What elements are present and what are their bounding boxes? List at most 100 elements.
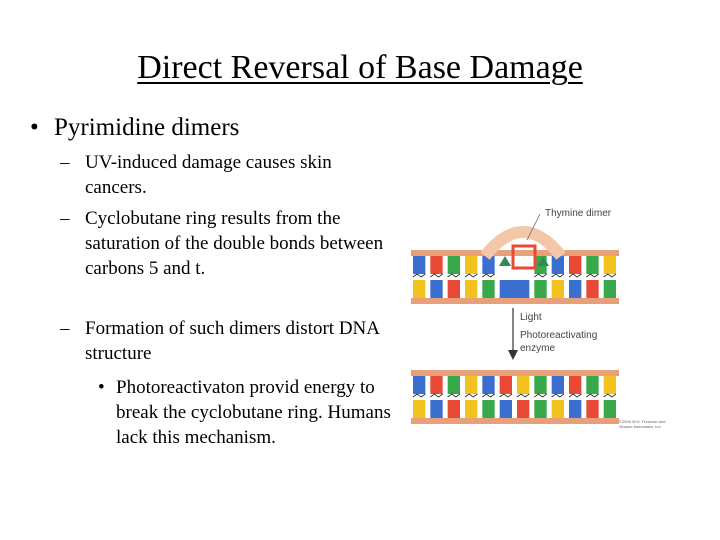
base-pair-bond [534,273,547,278]
subpoint-text: Photoreactivaton provid energy to break … [116,377,391,448]
point-text: UV-induced damage causes skin cancers. [85,152,332,198]
base-lower [499,280,530,298]
base-lower [447,280,460,298]
base-lower [534,280,547,298]
base-upper [517,376,530,394]
base-lower [430,280,443,298]
cyclobutane-ring-highlight [511,244,537,270]
base-pair-bond [603,273,617,278]
base-upper [447,256,460,274]
dimer-arrow-left [499,256,511,266]
base-lower [603,280,616,298]
base-lower [430,400,443,418]
base-lower [465,400,478,418]
base-pair-bond [551,273,565,278]
dash-marker: – [60,318,70,339]
base-lower [569,280,582,298]
base-lower [465,280,478,298]
base-upper [551,256,564,274]
backbone-bottom [411,418,619,424]
base-pair-bond [586,273,599,278]
base-upper [586,256,599,274]
backbone-top [411,370,619,376]
bullet-pyrimidine-dimers: •Pyrimidine dimers [30,112,239,144]
base-pair-bond [516,393,530,398]
base-lower [551,280,564,298]
enzyme-label: enzyme [520,343,555,354]
base-lower [534,400,547,418]
base-pair-bond [430,393,443,398]
base-upper [465,256,478,274]
base-lower [551,400,564,418]
reaction-arrow-head [508,350,518,360]
dimer-bulge [480,226,566,260]
base-upper [534,376,547,394]
base-upper [430,256,443,274]
base-pair-bond [464,393,478,398]
base-pair-bond [482,273,495,278]
base-lower [603,400,616,418]
slide-title: Direct Reversal of Base Damage [137,49,583,86]
base-lower [413,400,426,418]
base-pair-bond [412,393,426,398]
dna-repaired-strand [411,370,619,424]
base-upper [569,256,582,274]
thymine-dimer-diagram: Thymine dimer Light Photoreactivating en… [411,208,666,429]
base-pair-bond [447,393,461,398]
base-lower [482,400,495,418]
base-pair-bond [430,273,443,278]
dash-marker: – [60,208,70,229]
figure-credit-line-2: Sinauer Associates, Inc. [619,424,662,429]
point-text: Cyclobutane ring results from the satura… [85,208,384,279]
base-pair-bond [568,393,582,398]
sub-bullet-marker: • [98,377,105,398]
dimer-arrow-right [537,256,549,266]
base-lower [517,400,530,418]
base-lower [586,280,599,298]
point-cyclobutane-ring: – Cyclobutane ring results from the satu… [60,206,390,281]
figure-credit-line-1: ©2006 W.H. Freeman and [619,419,666,424]
base-upper [499,376,512,394]
base-upper [482,376,495,394]
base-lower [482,280,495,298]
subpoint-photoreactivation: • Photoreactivaton provid energy to brea… [98,375,398,450]
base-pair-bond [603,393,617,398]
thymine-dimer-label: Thymine dimer [545,208,612,219]
base-upper [586,376,599,394]
dimer-pointer-line [526,213,541,241]
base-upper [603,376,616,394]
backbone-bottom [411,298,619,304]
base-pair-bond [499,393,513,398]
base-pair-bond [447,273,461,278]
light-label: Light [520,312,542,323]
backbone-top [411,250,619,256]
bullet-marker: • [30,114,39,141]
dash-marker: – [60,152,70,173]
base-pair-bond [568,273,582,278]
base-lower [569,400,582,418]
base-upper [447,376,460,394]
dna-damaged-strand [411,250,619,304]
base-lower [447,400,460,418]
base-upper [465,376,478,394]
base-pair-bond [464,273,478,278]
base-pair-bond [412,273,426,278]
base-upper [413,376,426,394]
base-pair-bond [482,393,495,398]
base-lower [413,280,426,298]
base-upper [551,376,564,394]
point-dimer-distortion: – Formation of such dimers distort DNA s… [60,316,390,366]
base-upper [430,376,443,394]
base-upper [482,256,495,274]
base-lower [586,400,599,418]
base-upper [569,376,582,394]
point-text: Formation of such dimers distort DNA str… [85,318,379,364]
base-upper [413,256,426,274]
photoreactivating-label: Photoreactivating [520,330,597,341]
base-pair-bond [534,393,547,398]
point-uv-damage: – UV-induced damage causes skin cancers. [60,150,390,200]
base-lower [499,400,512,418]
base-upper [603,256,616,274]
base-pair-bond [586,393,599,398]
base-pair-bond [551,393,565,398]
